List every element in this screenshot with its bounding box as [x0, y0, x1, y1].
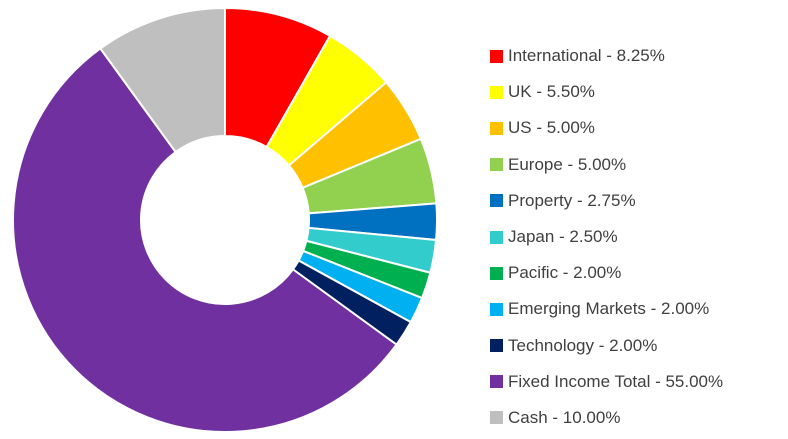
legend-label: Cash - 10.00%	[508, 407, 621, 427]
legend-label: Technology - 2.00%	[508, 335, 658, 355]
legend-item-3: Europe - 5.00%	[490, 147, 723, 183]
legend-label: Property - 2.75%	[508, 190, 636, 210]
legend-item-0: International - 8.25%	[490, 38, 723, 74]
legend-swatch	[490, 194, 503, 208]
legend-swatch	[490, 339, 503, 353]
legend-item-5: Japan - 2.50%	[490, 219, 723, 255]
legend-item-6: Pacific - 2.00%	[490, 255, 723, 291]
legend-swatch	[490, 302, 503, 316]
legend-item-1: UK - 5.50%	[490, 74, 723, 110]
legend-swatch	[490, 85, 503, 99]
legend-item-2: US - 5.00%	[490, 110, 723, 146]
donut-chart	[12, 6, 438, 433]
legend-swatch	[490, 49, 503, 63]
legend-label: Japan - 2.50%	[508, 227, 618, 247]
legend-item-9: Fixed Income Total - 55.00%	[490, 364, 723, 400]
legend-swatch	[490, 121, 503, 135]
legend-swatch	[490, 230, 503, 244]
legend-swatch	[490, 411, 503, 425]
legend-label: Pacific - 2.00%	[508, 263, 622, 283]
legend-swatch	[490, 158, 503, 172]
legend-item-8: Technology - 2.00%	[490, 328, 723, 364]
legend-label: UK - 5.50%	[508, 82, 595, 102]
legend-item-7: Emerging Markets - 2.00%	[490, 291, 723, 327]
legend-label: International - 8.25%	[508, 46, 665, 66]
legend-swatch	[490, 266, 503, 280]
legend-label: Fixed Income Total - 55.00%	[508, 371, 724, 391]
legend-label: US - 5.00%	[508, 118, 595, 138]
pie-slice-10	[98, 6, 226, 154]
pie-slice-9	[12, 47, 398, 433]
legend-label: Emerging Markets - 2.00%	[508, 299, 710, 319]
legend-label: Europe - 5.00%	[508, 154, 627, 174]
legend-swatch	[490, 375, 503, 389]
chart-legend: International - 8.25% UK - 5.50% US - 5.00…	[490, 38, 723, 436]
legend-item-4: Property - 2.75%	[490, 183, 723, 219]
legend-item-10: Cash - 10.00%	[490, 400, 723, 436]
